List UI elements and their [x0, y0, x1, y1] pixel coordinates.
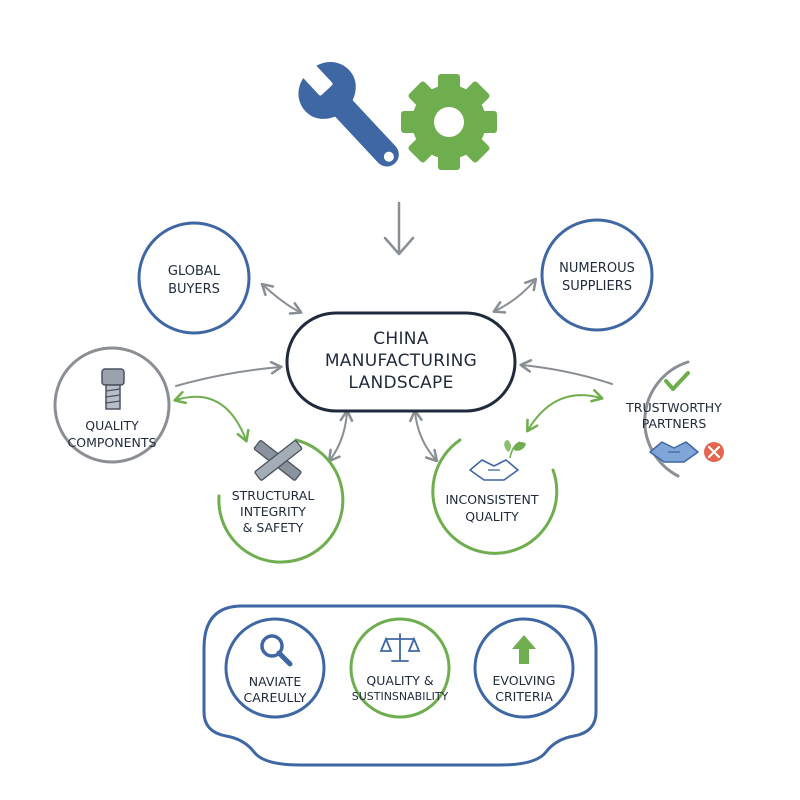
trustworthy-partners-line-1: TRUSTWORTHY [625, 400, 722, 415]
numerous-suppliers-line-1: NUMEROUS [559, 261, 635, 276]
connector-partners-center [519, 359, 613, 385]
connector-components-structural [173, 390, 250, 443]
trustworthy-partners-line-2: PARTNERS [642, 416, 707, 431]
connector-partners-inconsistent [526, 389, 604, 433]
bottom-node-navigate: NAVIATE CAREULLY [224, 617, 326, 719]
quality-line-1: QUALITY & [366, 673, 433, 688]
bottom-node-evolving: EVOLVING CRITERIA [473, 617, 575, 719]
connector-buyers-center [260, 282, 303, 315]
down-arrow-connector [383, 201, 415, 256]
inconsistent-quality-line-1: INCONSISTENT [445, 492, 538, 507]
connectors [173, 277, 613, 463]
node-numerous-suppliers: NUMEROUS SUPPLIERS [540, 218, 654, 332]
bottom-panel: NAVIATE CAREULLY QUALITY & SUSTINSNABILI… [202, 604, 598, 767]
node-structural-integrity: STRUCTURAL INTEGRITY & SAFETY [217, 438, 345, 564]
quality-line-2: SUSTINSNABILITY [352, 690, 449, 703]
handshake-leaf-icon [469, 440, 526, 481]
quality-components-line-1: QUALITY [85, 418, 139, 433]
magnifier-icon [260, 634, 293, 667]
evolving-line-1: EVOLVING [493, 673, 556, 688]
balance-scale-icon [379, 633, 421, 662]
center-node: CHINA MANUFACTURING LANDSCAPE [285, 311, 517, 413]
up-arrow-icon [512, 635, 536, 664]
wrench-icon [297, 59, 399, 167]
inconsistent-quality-line-2: QUALITY [465, 509, 519, 524]
handshake-icon [649, 441, 699, 463]
structural-integrity-line-1: STRUCTURAL [232, 488, 315, 503]
checkmark-icon [664, 371, 690, 391]
x-circle-icon [704, 442, 724, 462]
structural-integrity-line-2: INTEGRITY [240, 504, 306, 519]
bottom-node-quality: QUALITY & SUSTINSNABILITY [349, 617, 451, 719]
node-global-buyers: GLOBAL BUYERS [137, 221, 251, 335]
crossed-beams-icon [253, 440, 303, 481]
connector-center-inconsistent [409, 409, 439, 463]
node-quality-components: QUALITY COMPONENTS [53, 346, 171, 464]
bolt-icon [101, 368, 125, 410]
connector-suppliers-center [492, 277, 538, 314]
numerous-suppliers-line-2: SUPPLIERS [562, 279, 632, 294]
node-trustworthy-partners: TRUSTWORTHY PARTNERS [625, 360, 724, 478]
evolving-line-2: CRITERIA [495, 689, 553, 704]
center-label-line-1: CHINA [373, 329, 429, 349]
node-inconsistent-quality: INCONSISTENT QUALITY [431, 438, 559, 555]
navigate-line-1: NAVIATE [249, 674, 302, 689]
center-label-line-3: LANDSCAPE [348, 373, 453, 393]
global-buyers-line-2: BUYERS [168, 282, 220, 297]
quality-components-line-2: COMPONENTS [68, 435, 157, 450]
connector-components-center [175, 360, 283, 387]
navigate-line-2: CAREULLY [244, 690, 307, 705]
center-label-line-2: MANUFACTURING [325, 351, 477, 371]
global-buyers-line-1: GLOBAL [168, 264, 221, 279]
structural-integrity-line-3: & SAFETY [243, 520, 304, 535]
connector-center-structural [327, 409, 354, 463]
gear-icon [401, 74, 497, 170]
